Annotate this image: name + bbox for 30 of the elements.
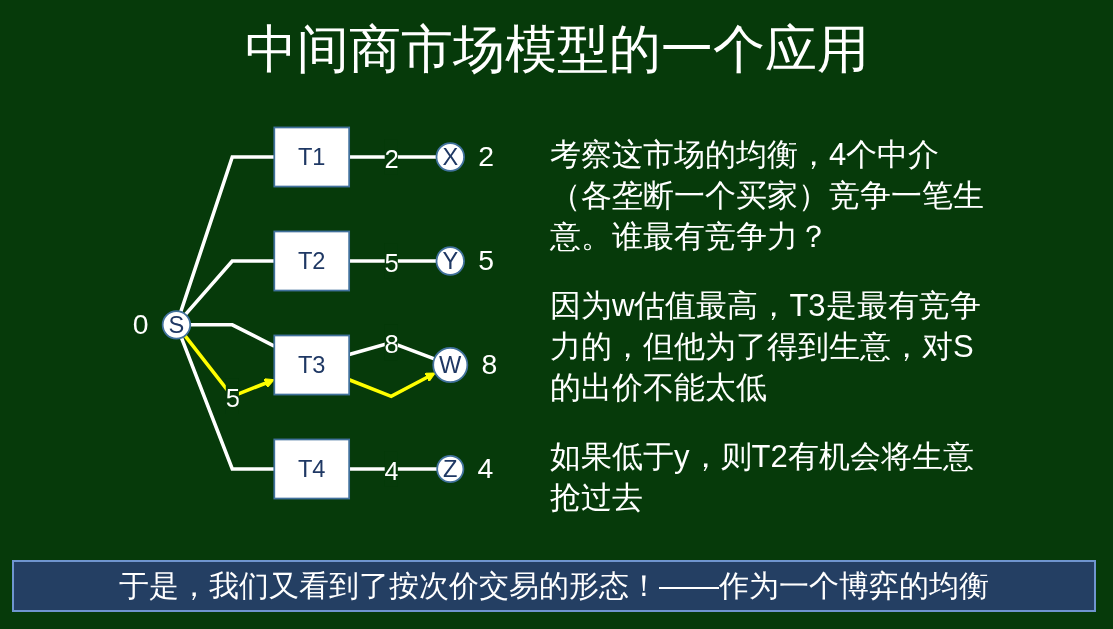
node-value: 2	[478, 140, 495, 173]
connector	[349, 259, 437, 263]
node-value: 5	[478, 244, 495, 277]
connector	[184, 259, 275, 316]
node-circle: W	[432, 347, 469, 383]
connector	[179, 337, 275, 471]
edge-label: 5	[384, 248, 399, 278]
slide-title: 中间商市场模型的一个应用	[243, 19, 870, 80]
edge-label: 4	[384, 456, 399, 486]
summary-banner: 于是，我们又看到了按次价交易的形态！——作为一个博弈的均衡	[12, 560, 1096, 612]
note-paragraph: 因为w估值最高，T3是最有竞争力的，但他为了得到生意，对S的出价不能太低	[550, 287, 982, 407]
node-circle: Z	[436, 455, 465, 483]
node-circle: Y	[435, 246, 465, 276]
edge-label: 2	[384, 144, 399, 174]
node-value: 0	[132, 308, 149, 341]
note-paragraph: 考察这市场的均衡，4个中介（各垄断一个买家）竞争一笔生意。谁最有竞争力？	[550, 136, 985, 256]
node-box: T4	[273, 438, 351, 500]
node-value: 4	[477, 452, 494, 485]
edge-label: 5	[225, 383, 240, 413]
connector	[349, 467, 438, 471]
edge-label: 8	[384, 329, 399, 360]
node-box: T2	[273, 230, 351, 292]
connector	[349, 155, 437, 159]
node-circle: S	[161, 310, 192, 340]
node-box: T1	[273, 126, 351, 188]
node-box: T3	[273, 334, 351, 396]
connector	[179, 155, 275, 313]
note-paragraph: 如果低于y，则T2有机会将生意抢过去	[550, 438, 975, 517]
node-value: 8	[481, 348, 498, 381]
node-circle: X	[435, 142, 465, 172]
